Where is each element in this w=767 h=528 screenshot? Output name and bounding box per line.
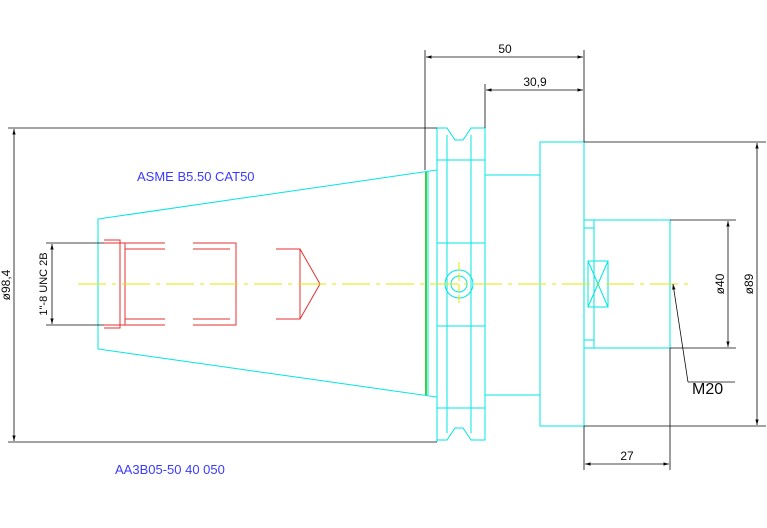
hidden-lines (104, 239, 321, 329)
dim-50-text: 50 (498, 42, 512, 56)
dim-40-text: ø40 (713, 273, 727, 294)
drawing-title: ASME B5.50 CAT50 (137, 169, 255, 184)
hidden-bore-2 (104, 239, 121, 329)
dim-984-text: ø98,4 (0, 269, 13, 300)
m20-text: M20 (692, 381, 723, 398)
dimensions (8, 50, 766, 470)
part-number: AA3B05-50 40 050 (115, 462, 225, 477)
dim-309-text: 30,9 (523, 75, 547, 89)
dim-unc-text: 1"-8 UNC 2B (38, 252, 50, 315)
dim-89-text: ø89 (742, 273, 756, 294)
m20-leader (672, 283, 689, 383)
neck-outline (485, 174, 541, 396)
dim-27-text: 27 (620, 449, 634, 463)
flange-outline (436, 127, 486, 441)
